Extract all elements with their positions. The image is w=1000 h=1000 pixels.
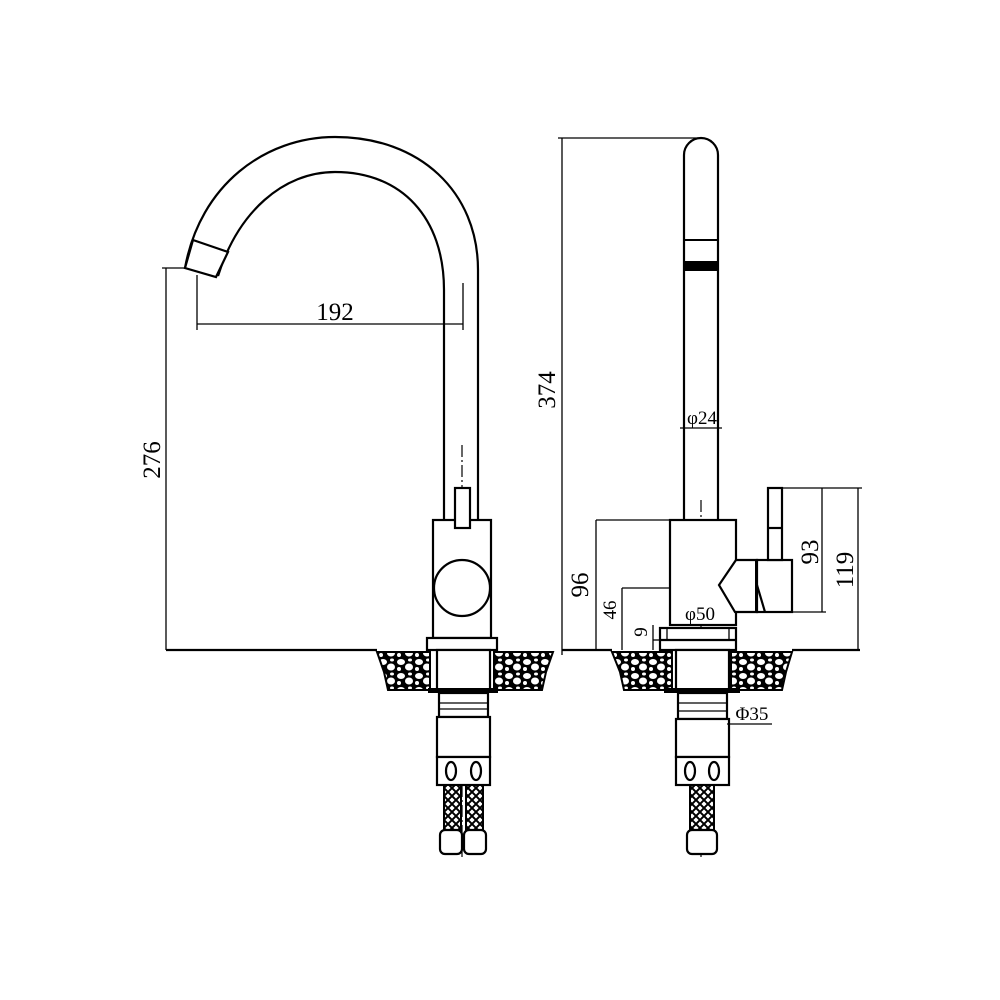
front-countertop-left-hatch bbox=[375, 651, 431, 691]
side-nut-slot bbox=[683, 760, 697, 782]
side-countertop-right-hatch bbox=[730, 651, 794, 691]
front-connector bbox=[435, 715, 492, 759]
dim-label-46: 46 bbox=[600, 601, 621, 620]
front-lever-hub bbox=[432, 558, 492, 618]
spout-nozzle bbox=[183, 238, 230, 279]
dimension-shank-diameter: Φ35 bbox=[727, 704, 772, 725]
dim-label-276: 276 bbox=[139, 441, 166, 479]
side-connector bbox=[674, 717, 731, 759]
side-aerator bbox=[683, 239, 719, 263]
side-lever-bevel bbox=[755, 584, 767, 613]
side-lever-hub bbox=[717, 558, 759, 614]
front-nut-slot bbox=[469, 760, 483, 782]
dim-label-119: 119 bbox=[832, 552, 859, 589]
dimension-spout-reach: 192 bbox=[196, 275, 464, 330]
front-hose-left bbox=[443, 784, 462, 831]
front-view: 192 276 bbox=[139, 135, 555, 860]
dimension-spout-diameter: φ24 bbox=[680, 408, 722, 429]
dimension-spout-height: 276 bbox=[139, 267, 186, 650]
dim-label-374: 374 bbox=[534, 371, 561, 409]
side-countertop-left-hatch bbox=[610, 651, 673, 691]
dim-label-phi50: φ50 bbox=[685, 604, 715, 625]
front-shank-lower bbox=[437, 691, 490, 719]
dimension-body-height: 96 bbox=[567, 519, 670, 650]
front-hose-right bbox=[465, 784, 484, 831]
side-mount-nut bbox=[664, 688, 740, 693]
spout-outer-contour bbox=[183, 135, 480, 520]
front-hose-end-right bbox=[462, 828, 488, 856]
side-view: 374 φ24 96 46 9 φ50 93 bbox=[534, 136, 862, 860]
side-shank bbox=[674, 648, 731, 692]
front-mount-nut bbox=[428, 688, 498, 693]
dim-label-96: 96 bbox=[567, 573, 594, 598]
side-shank-lower bbox=[676, 691, 729, 721]
side-spout-tube bbox=[682, 136, 720, 520]
dim-label-192: 192 bbox=[316, 299, 354, 326]
dimension-base-height: 9 bbox=[631, 625, 660, 650]
dim-label-93: 93 bbox=[797, 540, 824, 565]
front-shank bbox=[435, 648, 492, 692]
dim-label-phi35: Φ35 bbox=[736, 704, 769, 725]
front-base-flange bbox=[425, 636, 499, 652]
dim-label-phi24: φ24 bbox=[687, 408, 717, 429]
dimension-lever-top-height: 119 bbox=[832, 488, 859, 650]
spout-inner-contour bbox=[216, 170, 446, 520]
front-countertop-right-hatch bbox=[493, 651, 555, 691]
side-aerator-band bbox=[684, 262, 718, 271]
side-hose bbox=[689, 784, 715, 831]
dim-label-9: 9 bbox=[631, 627, 652, 637]
side-body bbox=[668, 518, 738, 627]
front-hose-end-left bbox=[438, 828, 464, 856]
side-lever-stick bbox=[766, 486, 784, 562]
side-hose-end bbox=[685, 828, 719, 856]
dimension-lever-height: 93 bbox=[782, 487, 862, 613]
dimension-total-height: 374 bbox=[534, 137, 700, 655]
front-nut-slot bbox=[444, 760, 458, 782]
dimension-lever-axis-height: 46 bbox=[600, 587, 670, 650]
side-nut-slot bbox=[707, 760, 721, 782]
front-lever bbox=[453, 486, 472, 530]
